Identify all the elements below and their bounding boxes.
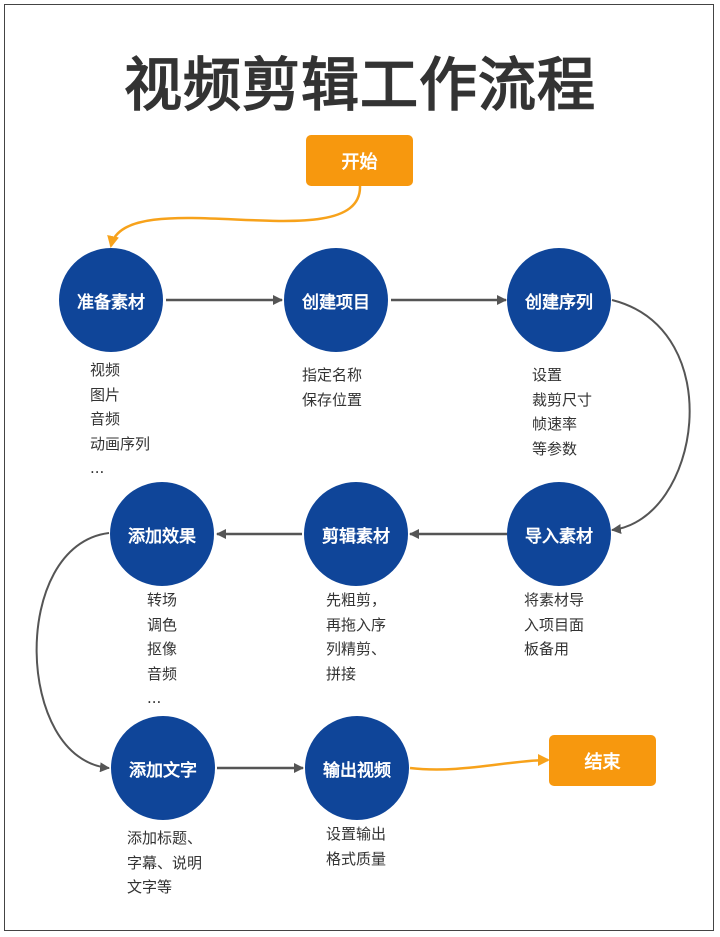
note-import-assets: 将素材导 入项目面 板备用 [524, 588, 584, 662]
note-export-video: 设置输出 格式质量 [326, 822, 386, 871]
arrow-output-to-end [409, 754, 550, 771]
step-export-video: 输出视频 [305, 716, 409, 820]
step-add-text: 添加文字 [111, 716, 215, 820]
arrow-sequence-to-import [611, 299, 691, 534]
note-prepare-assets: 视频 图片 音频 动画序列 ... [90, 358, 150, 481]
note-line: 动画序列 [90, 434, 151, 453]
note-add-effects: 转场 调色 抠像 音频 ... [147, 588, 177, 711]
note-line: 入项目面 [524, 615, 585, 634]
note-line: 调色 [147, 615, 178, 634]
note-line: 音频 [90, 410, 121, 428]
note-line: 文字等 [127, 878, 173, 896]
note-line: 图片 [90, 385, 121, 404]
note-line: 视频 [90, 361, 121, 379]
step-create-project: 创建项目 [284, 248, 388, 352]
note-line: 设置输出 [326, 825, 387, 843]
note-create-project: 指定名称 保存位置 [302, 363, 362, 412]
note-line: 帧速率 [532, 415, 578, 433]
note-create-sequence: 设置 裁剪尺寸 帧速率 等参数 [532, 363, 592, 461]
note-line: ... [147, 689, 162, 707]
note-line: 转场 [147, 591, 178, 609]
note-line: 将素材导 [524, 591, 585, 609]
note-line: 字幕、说明 [127, 853, 203, 872]
note-line: 添加标题、 [127, 829, 203, 847]
diagram-title: 视频剪辑工作流程 [123, 51, 596, 119]
start-node: 开始 [306, 135, 413, 186]
note-edit-assets: 先粗剪， 再拖入序 列精剪、 拼接 [326, 588, 386, 686]
note-add-text: 添加标题、 字幕、说明 文字等 [127, 826, 202, 900]
note-line: 等参数 [532, 439, 578, 458]
step-edit-assets: 剪辑素材 [304, 482, 408, 586]
diagram-frame [4, 4, 714, 931]
note-line: 拼接 [326, 664, 357, 683]
arrow-start-to-prepare [107, 185, 362, 248]
step-add-effects: 添加效果 [110, 482, 214, 586]
arrow-effects-to-text [35, 532, 110, 773]
note-line: 抠像 [147, 640, 178, 658]
note-line: ... [90, 459, 105, 477]
note-line: 保存位置 [302, 390, 363, 409]
note-line: 裁剪尺寸 [532, 390, 593, 409]
note-line: 先粗剪， [326, 591, 387, 609]
note-line: 设置 [532, 366, 563, 384]
note-line: 板备用 [524, 640, 570, 658]
note-line: 格式质量 [326, 849, 387, 868]
note-line: 列精剪、 [326, 640, 387, 658]
note-line: 再拖入序 [326, 615, 387, 634]
step-prepare-assets: 准备素材 [59, 248, 163, 352]
step-import-assets: 导入素材 [507, 482, 611, 586]
note-line: 音频 [147, 664, 178, 683]
end-node: 结束 [549, 735, 656, 786]
step-create-sequence: 创建序列 [507, 248, 611, 352]
note-line: 指定名称 [302, 366, 363, 384]
